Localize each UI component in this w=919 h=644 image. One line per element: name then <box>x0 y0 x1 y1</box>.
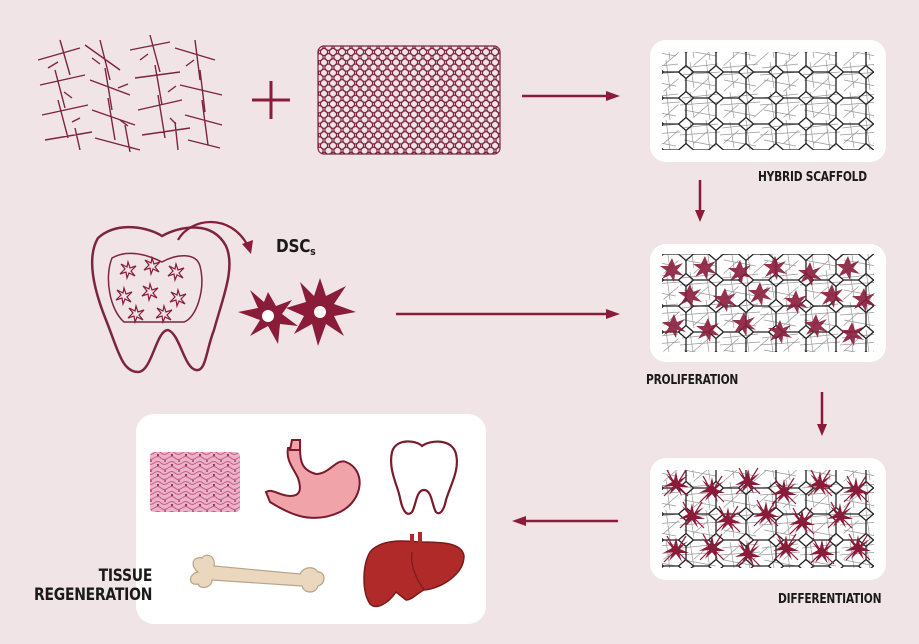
graphene-sheet-icon <box>318 46 500 154</box>
proliferation-panel <box>650 244 886 362</box>
differentiation-label: DIFFERENTIATION <box>778 592 881 607</box>
muscle-tissue-icon <box>150 452 240 512</box>
dsc-label-main: DSC <box>276 236 310 257</box>
dsc-label-subscript: s <box>310 245 315 258</box>
hybrid-scaffold-label: HYBRID SCAFFOLD <box>758 170 867 185</box>
tissue-regeneration-label: TISSUE REGENERATION <box>34 567 152 605</box>
dsc-label: DSCs <box>276 236 315 258</box>
differentiation-panel <box>650 458 886 580</box>
hybrid-scaffold-panel <box>650 40 886 162</box>
proliferation-label: PROLIFERATION <box>646 373 738 388</box>
tissue-label-line2: REGENERATION <box>34 586 152 605</box>
tissue-label-line1: TISSUE <box>34 567 152 586</box>
